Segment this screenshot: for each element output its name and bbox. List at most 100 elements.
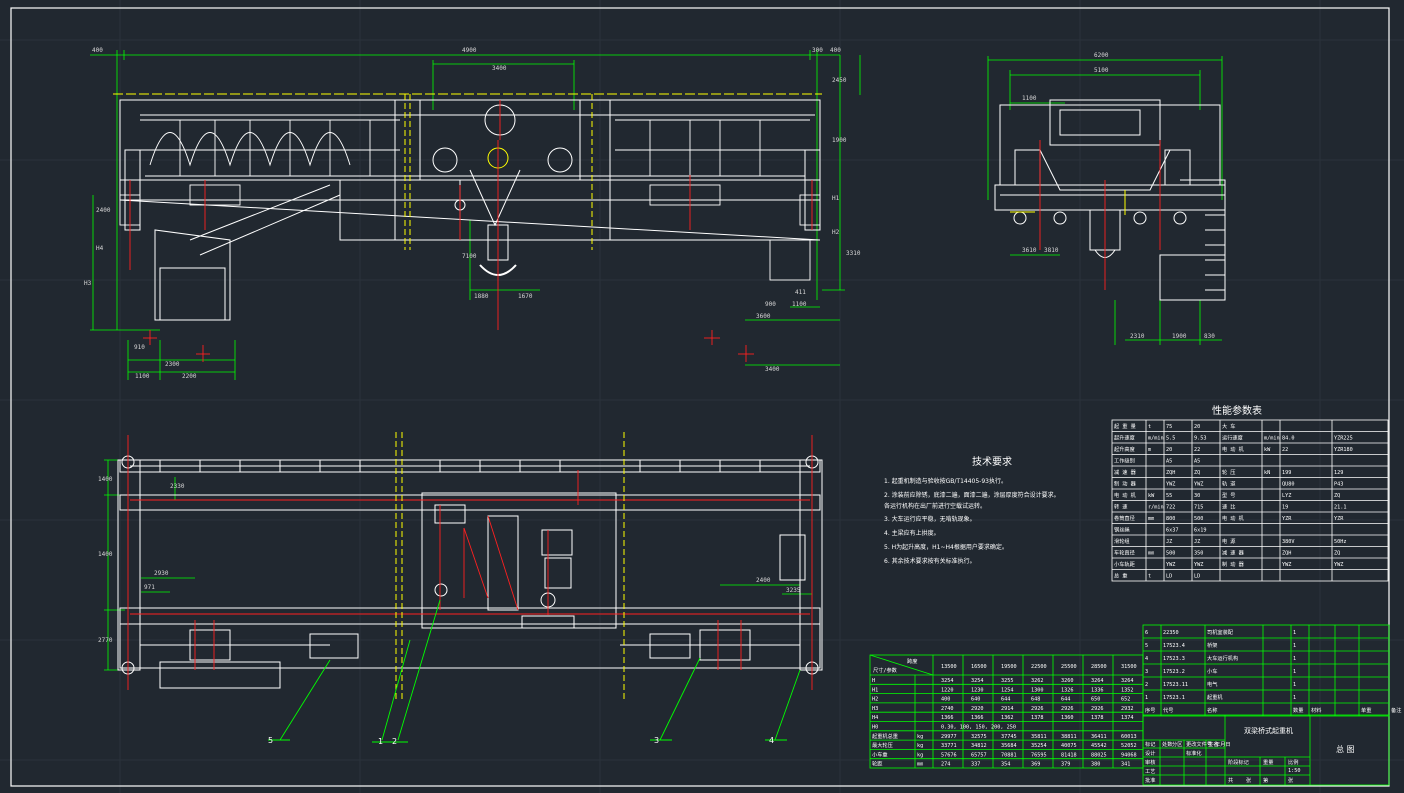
plan-view: 1400 2330 1400 971 2930 2770 2400 3235 xyxy=(98,432,823,746)
perf-table-cell: 50Hz xyxy=(1334,539,1347,545)
perf-table-cell: 速 比 xyxy=(1222,503,1236,511)
span-table-cell: 36411 xyxy=(1091,734,1107,740)
span-table-cell: 274 xyxy=(941,762,950,768)
span-table-cell: 1220 xyxy=(941,687,954,693)
perf-table-cell: 电 动 机 xyxy=(1222,514,1245,522)
perf-table-cell: YZR180 xyxy=(1334,447,1353,453)
dim-bottom-8: 411 xyxy=(795,289,806,296)
span-table-cell: 88025 xyxy=(1091,752,1107,758)
perf-table-cell: 9.53 xyxy=(1194,436,1207,442)
technical-requirements: 技术要求 1. 起重机制造与验收按GB/T14405-93执行。 2. 涂装前应… xyxy=(884,455,1060,565)
perf-table-cell: 电 动 机 xyxy=(1222,445,1245,453)
perf-table-cell: 55 xyxy=(1166,493,1172,499)
perf-table-cell: 车轮直径 xyxy=(1114,549,1135,557)
parts-list-cell: 大车运行机构 xyxy=(1207,654,1238,662)
title-label-6: 设计 xyxy=(1145,749,1155,757)
parts-list-cell: 17523.1 xyxy=(1163,695,1185,701)
dim-right-v-3: H2 xyxy=(832,229,840,236)
span-table-cell: 2914 xyxy=(1001,706,1014,712)
span-table-span: 31500 xyxy=(1121,664,1137,670)
side-dim-bottom-0: 2310 xyxy=(1130,333,1145,340)
parts-list-cell: 17523.2 xyxy=(1163,669,1185,675)
perf-table-cell: LYZ xyxy=(1282,493,1291,499)
perf-table-cell: YZR225 xyxy=(1334,436,1353,442)
span-table-cell: 1254 xyxy=(1001,687,1014,693)
perf-table-cell: ZQ xyxy=(1194,470,1200,476)
perf-table-cell: P43 xyxy=(1334,482,1343,488)
leader-label-3: 3 xyxy=(654,736,659,745)
perf-table-cell: kW xyxy=(1264,447,1271,453)
perf-table-cell: 84.0 xyxy=(1282,436,1295,442)
side-dim-top-0: 6200 xyxy=(1094,52,1109,59)
title-label-7: 标准化 xyxy=(1186,749,1202,757)
span-table-cell: 57676 xyxy=(941,752,957,758)
perf-table-cell: 起升速度 xyxy=(1114,434,1135,442)
span-table-row-name: 轮距 xyxy=(872,760,882,768)
span-table-cell: 35254 xyxy=(1031,743,1047,749)
perf-table-cell: 6x37 xyxy=(1166,528,1179,534)
span-table-header-label: 跨度 xyxy=(907,657,917,665)
parts-list-header-cell: 名称 xyxy=(1207,706,1217,714)
parts-list-cell: 1 xyxy=(1293,656,1296,662)
span-table-cell: 369 xyxy=(1031,762,1040,768)
parts-list-cell: 电气 xyxy=(1207,680,1217,688)
perf-table-cell: m/min xyxy=(1148,436,1164,442)
plan-dim-7: 3235 xyxy=(786,587,801,594)
dim-bottom-0: 910 xyxy=(134,344,145,351)
perf-table-cell: YWZ xyxy=(1166,482,1175,488)
perf-table-cell: 30 xyxy=(1194,493,1200,499)
plan-dim-3: 971 xyxy=(144,584,155,591)
perf-table-cell: 轨 道 xyxy=(1222,480,1236,488)
perf-table-cell: YZR xyxy=(1282,516,1292,522)
perf-table-cell: 轮 压 xyxy=(1222,468,1236,476)
parts-list-cell: 起重机 xyxy=(1207,693,1223,701)
perf-table-cell: 199 xyxy=(1282,470,1291,476)
span-table-cell: 29977 xyxy=(941,734,957,740)
parts-list-cell: 司机室装配 xyxy=(1207,628,1234,636)
span-table-cell: 34812 xyxy=(971,743,987,749)
perf-table-cell: 工作级别 xyxy=(1114,457,1135,465)
dim-bottom-6: 1100 xyxy=(792,301,807,308)
perf-table-cell: LD xyxy=(1194,574,1200,580)
side-dim-bottom-1: 1900 xyxy=(1172,333,1187,340)
span-table-cell: 1230 xyxy=(971,687,984,693)
dim-bottom-3: 2200 xyxy=(182,373,197,380)
perf-table-cell: JZ xyxy=(1194,539,1200,545)
span-table-header-sub: 尺寸/参数 xyxy=(873,666,898,674)
parts-list-header-cell: 代号 xyxy=(1163,706,1173,714)
perf-table-cell: 75 xyxy=(1166,424,1172,430)
dim-bottom-1: 2300 xyxy=(165,361,180,368)
span-table-cell: 3262 xyxy=(1031,678,1044,684)
span-table-border xyxy=(869,654,1144,769)
dim-hook-2: 1670 xyxy=(518,293,533,300)
title-label-8: 审核 xyxy=(1145,758,1155,766)
perf-table-cell: A5 xyxy=(1166,459,1172,465)
title-label-12: 重量 xyxy=(1263,758,1273,766)
span-table-row-unit: mm xyxy=(917,762,923,768)
perf-table-cell: 715 xyxy=(1194,505,1203,511)
perf-table-cell: 21.1 xyxy=(1334,505,1347,511)
title-label-4: 签名 xyxy=(1208,740,1218,748)
dim-hook-0: 7100 xyxy=(462,253,477,260)
perf-table-cell: 电 源 xyxy=(1222,537,1236,545)
title-drawing-name: 双梁桥式起重机 xyxy=(1244,726,1293,735)
plan-dim-4: 2930 xyxy=(154,570,169,577)
span-table-cell: 1300 xyxy=(1031,687,1044,693)
span-table-cell: 380 xyxy=(1091,762,1100,768)
span-table-cell: 0.30, 100, 150, 200, 250 xyxy=(941,725,1016,731)
dim-trolley-span: 3400 xyxy=(492,65,507,72)
perf-table-cell: mm xyxy=(1148,551,1154,557)
side-dim-mid-1: 3810 xyxy=(1044,247,1059,254)
span-table-cell: 644 xyxy=(1061,697,1070,703)
span-table-cell: 652 xyxy=(1121,697,1130,703)
leader-label-2: 2 xyxy=(392,737,397,746)
span-table-span: 25500 xyxy=(1061,664,1077,670)
dim-bottom-4: 900 xyxy=(765,301,776,308)
span-table-cell: 400 xyxy=(941,697,950,703)
side-dim-bottom-2: 830 xyxy=(1204,333,1215,340)
plan-dim-1: 2330 xyxy=(170,483,185,490)
dim-right-v-4: 3310 xyxy=(846,250,861,257)
